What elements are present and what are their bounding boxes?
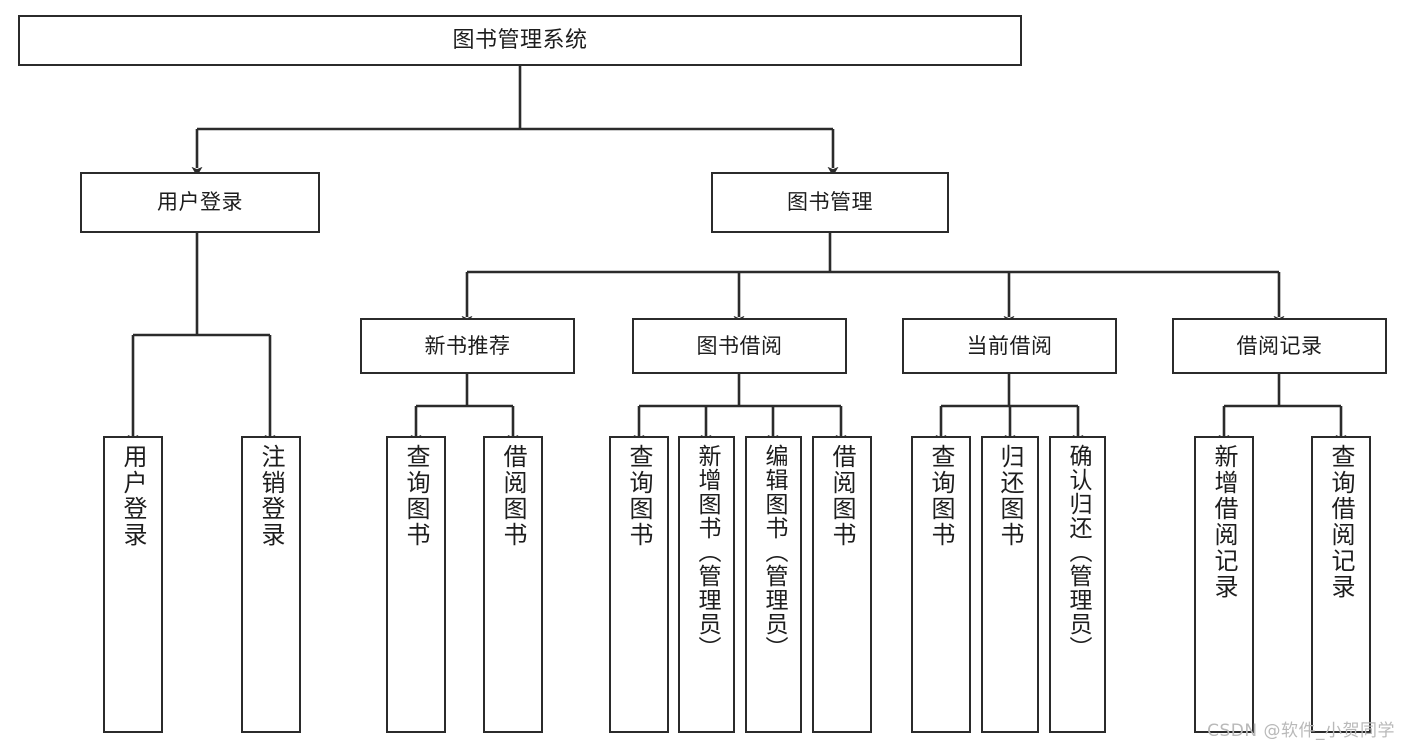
node-label: 查询图书	[625, 444, 653, 548]
node-label: 查询图书	[927, 444, 955, 548]
leaf-borrow-book-recommend[interactable]: 借阅图书	[483, 436, 543, 733]
node-label: 当前借阅	[966, 333, 1053, 358]
node-label: 查询借阅记录	[1327, 444, 1355, 600]
node-label: 归还图书	[996, 444, 1024, 548]
node-label: 新书推荐	[424, 333, 511, 358]
node-label: 用户登录	[157, 190, 243, 215]
leaf-query-borrow-record[interactable]: 查询借阅记录	[1311, 436, 1371, 733]
node-root-system[interactable]: 图书管理系统	[18, 15, 1022, 66]
node-label: 借阅记录	[1236, 333, 1323, 358]
leaf-add-borrow-record[interactable]: 新增借阅记录	[1194, 436, 1254, 733]
node-book-borrow[interactable]: 图书借阅	[632, 318, 847, 374]
node-label: 查询图书	[402, 444, 430, 548]
node-book-management[interactable]: 图书管理	[711, 172, 949, 233]
node-label: 借阅图书	[499, 444, 527, 548]
node-user-login[interactable]: 用户登录	[80, 172, 320, 233]
node-label: 图书管理	[787, 190, 873, 215]
node-borrow-records[interactable]: 借阅记录	[1172, 318, 1387, 374]
node-current-borrow[interactable]: 当前借阅	[902, 318, 1117, 374]
node-new-book-recommend[interactable]: 新书推荐	[360, 318, 575, 374]
node-label: 用户登录	[119, 444, 147, 548]
node-label: 图书管理系统	[452, 27, 588, 53]
node-label: 新增借阅记录	[1210, 444, 1238, 600]
node-label: 借阅图书	[828, 444, 856, 548]
leaf-confirm-return-admin[interactable]: 确认归还（管理员）	[1049, 436, 1106, 733]
leaf-edit-book-admin[interactable]: 编辑图书（管理员）	[745, 436, 802, 733]
node-label: 注销登录	[257, 444, 285, 548]
leaf-borrow-book-borrow[interactable]: 借阅图书	[812, 436, 872, 733]
node-label: 图书借阅	[696, 333, 783, 358]
leaf-user-login[interactable]: 用户登录	[103, 436, 163, 733]
leaf-return-book[interactable]: 归还图书	[981, 436, 1039, 733]
node-label: 确认归还（管理员）	[1065, 444, 1091, 660]
node-label: 编辑图书（管理员）	[761, 444, 787, 660]
csdn-watermark: CSDN @软件_小贺同学	[1207, 721, 1395, 741]
node-label: 新增图书（管理员）	[694, 444, 720, 660]
leaf-query-book-recommend[interactable]: 查询图书	[386, 436, 446, 733]
leaf-query-book-borrow[interactable]: 查询图书	[609, 436, 669, 733]
leaf-query-book-current[interactable]: 查询图书	[911, 436, 971, 733]
leaf-add-book-admin[interactable]: 新增图书（管理员）	[678, 436, 735, 733]
leaf-logout[interactable]: 注销登录	[241, 436, 301, 733]
